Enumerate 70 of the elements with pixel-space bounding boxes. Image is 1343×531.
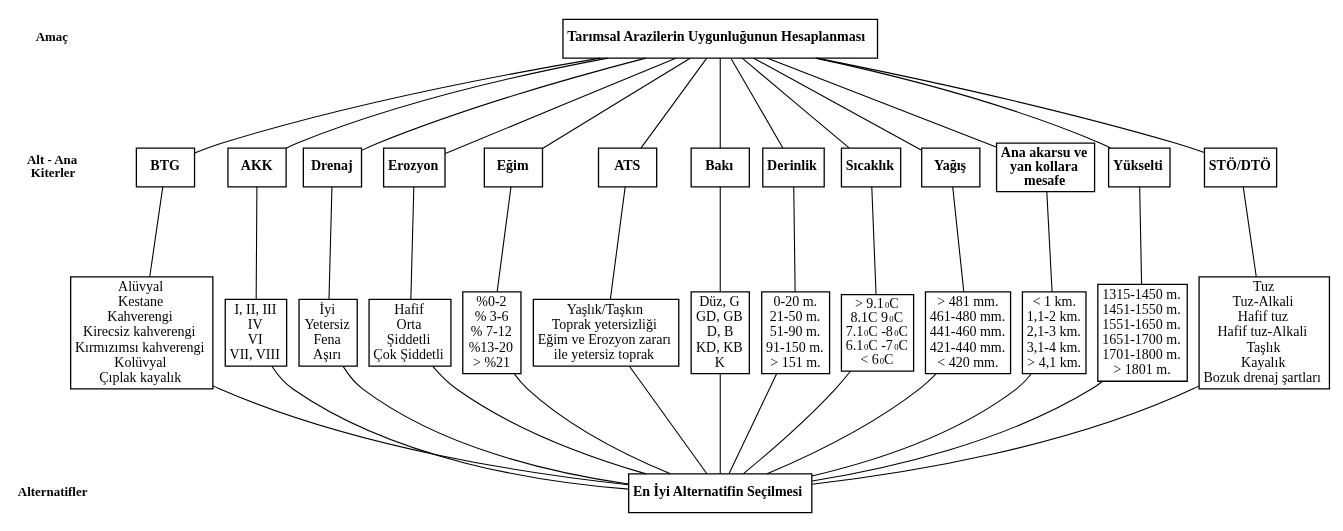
node-box: Sıcaklık [840,146,902,187]
node-box: 1315-1450 m. 1451-1550 m. 1551-1650 m. 1651-1700 m. 1701-1800 m. > 1801 m. [1097,283,1188,382]
connector [609,185,626,300]
connector [342,365,629,484]
connector [816,57,1205,153]
connector [361,57,647,151]
connector [811,384,1200,485]
connector [730,57,784,148]
connector [328,185,333,300]
connector [742,370,851,474]
connector [255,185,258,300]
node-box: Erozyon [382,146,446,187]
node-box: Eğim [483,146,544,187]
label: Alt - Ana Kiterler [27,151,78,180]
node-box: İyi Yetersiz Fena Aşırı [298,298,358,367]
connector [1046,190,1053,292]
connector [285,57,609,149]
connector [1139,185,1143,285]
connector [811,380,1103,482]
connector [766,372,937,474]
connector [410,185,415,300]
node-box: AKK [227,146,287,187]
connector [149,185,164,277]
node-box: > 481 mm. 461-480 mm. 441-460 mm. 421-440 mm. < 420 mm. [924,290,1012,374]
connector [728,372,778,474]
node-box: Tarımsal Arazilerin Uygunluğunun Hesaplanması [562,18,879,59]
node-box: > 9.10C 8.1C 90C 7.10C -80C 6.10C -70C < 60C [840,293,915,372]
node-box: ATS [597,146,658,187]
node-box: %0-2 % 3-6 % 7-12 %13-20 > %21 [462,290,522,374]
connector [767,57,997,148]
connector [542,57,691,149]
connector [513,372,671,474]
connector [444,57,677,154]
connector [719,185,721,292]
connector [815,57,1112,149]
node-box: BTG [135,146,196,187]
node-box: I, II, III IV VI VII, VIII [224,298,288,367]
node-box: Bakı [690,146,750,187]
connector [628,365,708,474]
node-box: 0-20 m. 21-50 m. 51-90 m. 91-150 m. > 151 m. [761,290,831,374]
connector [753,57,923,151]
node-box: Derinlik [762,146,825,187]
connector [811,372,1032,476]
node-box: Alüvyal Kestane Kahverengi Kirecsiz kahverengi Kırmızımsı kahverengi Kolüvyal Çıplak kayalık [70,275,214,389]
connector [741,57,850,148]
node-box: Drenaj [302,146,363,187]
node-box: STÖ/DTÖ [1203,146,1278,187]
node-box: Düz, G GD, GB D, B KD, KB K [690,290,750,374]
connector [719,57,721,148]
connector [640,57,708,148]
node-box: En İyi Alternatifin Seçilmesi [628,472,813,513]
connector [212,384,630,485]
node-box: < 1 km. 1,1-2 km. 2,1-3 km. 3,1-4 km. > 4,1 km. [1021,290,1087,374]
node-box: Yükselti [1107,146,1171,187]
label: Alternatifler [17,483,88,499]
connector [194,57,601,154]
connector [952,185,965,292]
node-box: Ana akarsu ve yan kollara mesafe [995,142,1096,192]
node-box: Yaşlık/Taşkın Toprak yetersizliği Eğim ve Erozyon zararı ile yetersiz toprak [532,298,680,367]
node-box: Hafif Orta Şiddetli Çok Şiddetli [368,298,452,367]
node-box: Yağış [921,146,981,187]
connector [719,372,721,474]
connector [496,185,512,292]
connector [871,185,877,295]
connector [432,365,647,474]
connector [793,185,796,292]
connector [271,365,630,490]
node-box: Tuz Tuz-Alkali Hafif tuz Hafif tuz-Alkali Taşlık Kayalık Bozuk drenaj şartları [1198,275,1331,389]
label: Amaç [35,28,68,44]
connector [1242,185,1257,277]
